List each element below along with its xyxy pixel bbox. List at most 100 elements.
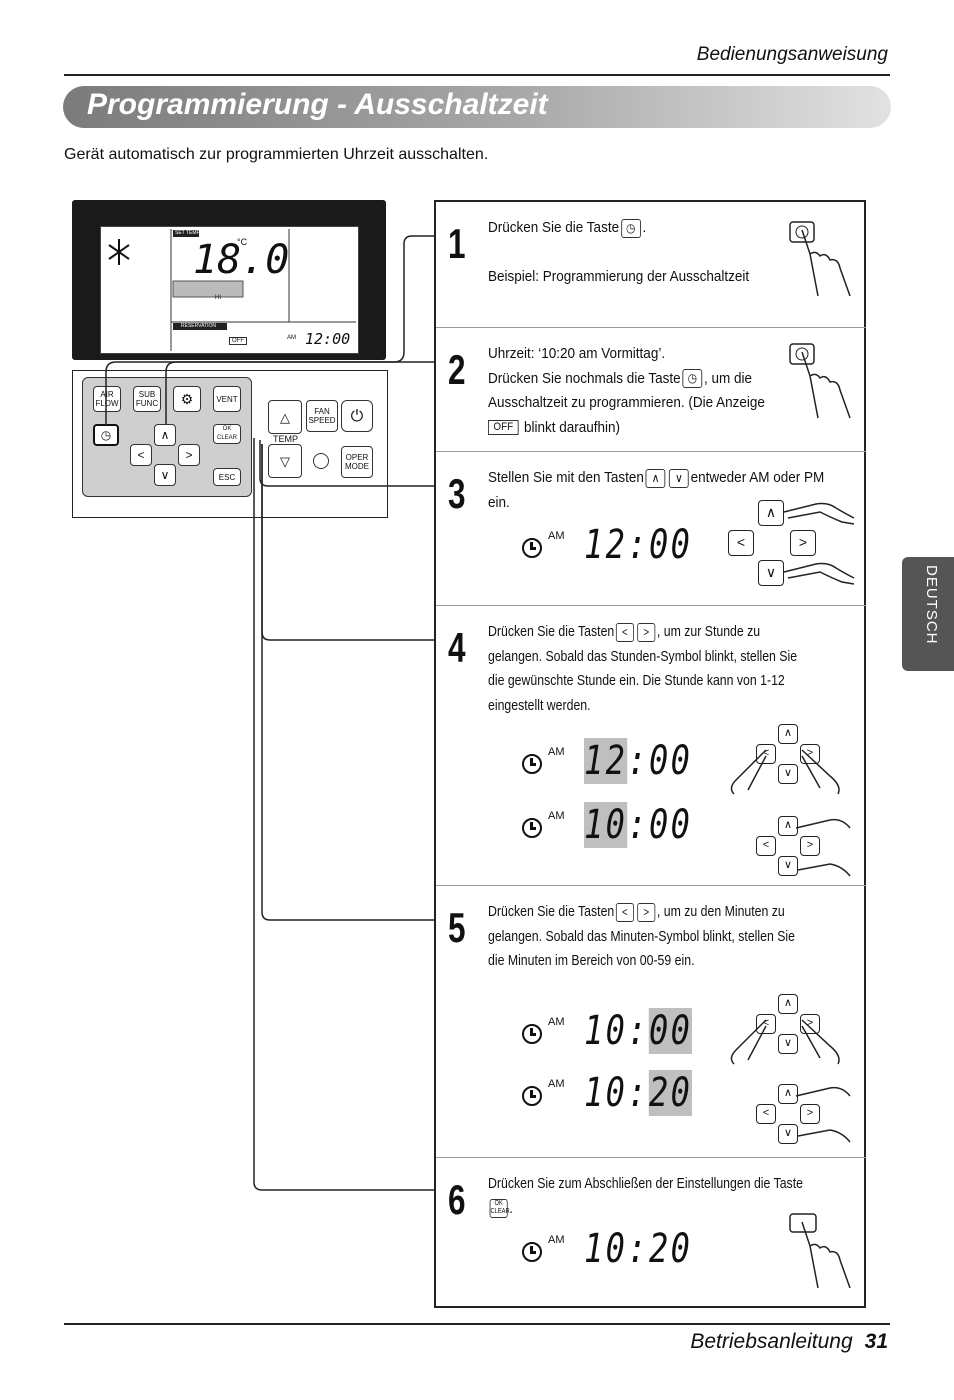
gear-icon: ⚙: [180, 390, 194, 407]
lcd-fan-level: HI: [215, 295, 221, 301]
page-title: Programmierung - Ausschaltzeit: [87, 88, 548, 121]
airflow-button[interactable]: AIR FLOW: [93, 386, 121, 412]
step-line: Drücken Sie zum Abschließen der Einstell…: [488, 1175, 803, 1192]
right-button[interactable]: >: [800, 1014, 820, 1034]
right-button[interactable]: >: [800, 744, 820, 764]
header-section-label: Bedienungsanweisung: [696, 44, 888, 65]
step-line: Stellen Sie mit den Tasten: [488, 469, 644, 486]
step-line: blinkt daraufhin): [524, 418, 621, 436]
temp-up-button[interactable]: △: [268, 400, 302, 434]
time-display: 12:00: [584, 738, 693, 784]
indicator-led: [313, 453, 329, 469]
step-line: Drücken Sie nochmals die Taste: [488, 369, 681, 387]
hand-pressing-icon: [789, 1213, 851, 1289]
lcd-time: 12:00: [305, 330, 351, 348]
clock-icon: ◷: [100, 427, 112, 442]
title-bar: [63, 86, 891, 128]
step-text: Uhrzeit: ‘10:20 am Vormittag’. Drücken S…: [488, 342, 776, 440]
clock-icon: [522, 818, 542, 838]
steps-box: 1 Drücken Sie die Taste◷. Beispiel: Prog…: [434, 200, 866, 1308]
lcd-graphics: [108, 229, 356, 351]
step-line: gelangen. Sobald das Stunden-Symbol blin…: [488, 647, 798, 665]
hand-pressing-icon: [789, 343, 851, 419]
left-button[interactable]: <: [756, 836, 776, 856]
step-text: Stellen Sie mit den Tasten∧∨entweder AM …: [488, 466, 830, 515]
step-3: 3 Stellen Sie mit den Tasten∧∨entweder A…: [436, 452, 866, 606]
step-line: eingestellt werden.: [488, 696, 591, 714]
down-button[interactable]: ∨: [778, 1034, 798, 1054]
left-arrow-icon: <: [615, 902, 634, 922]
am-label: AM: [548, 530, 565, 542]
up-button[interactable]: ∧: [778, 724, 798, 744]
down-button[interactable]: ∨: [778, 856, 798, 876]
step-6: 6 Drücken Sie zum Abschließen der Einste…: [436, 1158, 866, 1308]
step-line: ein.: [488, 493, 510, 511]
subfunc-button[interactable]: SUB FUNC: [133, 386, 161, 412]
lcd-unit: °C: [237, 237, 248, 247]
step-line: entweder AM oder PM: [690, 469, 825, 486]
down-button[interactable]: ∨: [758, 560, 784, 586]
footer-text: Betriebsanleitung: [690, 1330, 853, 1353]
step-line: die Minuten im Bereich von 00-59 ein.: [488, 952, 695, 969]
step-line: Beispiel: Programmierung der Ausschaltze…: [488, 268, 750, 285]
minute-digits: 00: [649, 802, 693, 848]
up-button[interactable]: ∧: [154, 424, 176, 446]
time-display: 10:00: [584, 802, 693, 848]
down-button[interactable]: ∨: [778, 764, 798, 784]
left-button[interactable]: <: [756, 1104, 776, 1124]
step-number: 1: [448, 220, 466, 267]
esc-button[interactable]: ESC: [213, 468, 241, 486]
step-number: 2: [448, 346, 466, 393]
right-button[interactable]: >: [178, 444, 200, 466]
step-1: 1 Drücken Sie die Taste◷. Beispiel: Prog…: [436, 202, 866, 328]
minute-digits: 00: [649, 738, 693, 784]
down-arrow-icon: ∨: [669, 468, 689, 488]
step-line: Ausschaltzeit zu programmieren. (Die Anz…: [488, 394, 765, 411]
step-number: 4: [448, 624, 466, 671]
vent-button[interactable]: VENT: [213, 386, 241, 412]
am-label: AM: [548, 1234, 565, 1246]
hour-digits: 10: [584, 1070, 628, 1116]
hands-pressing-icon: [730, 749, 851, 877]
page-number: 31: [864, 1330, 888, 1353]
intro-text: Gerät automatisch zur programmierten Uhr…: [64, 146, 489, 163]
left-button[interactable]: <: [756, 744, 776, 764]
down-button[interactable]: ∨: [778, 1124, 798, 1144]
time-display: 10:20: [584, 1226, 693, 1272]
right-button[interactable]: >: [790, 530, 816, 556]
up-button[interactable]: ∧: [778, 994, 798, 1014]
left-button[interactable]: <: [756, 1014, 776, 1034]
step-line: Uhrzeit: ‘10:20 am Vormittag’.: [488, 345, 666, 362]
time-display: 10:00: [584, 1008, 693, 1054]
lcd-am: AM: [287, 335, 296, 341]
up-button[interactable]: ∧: [758, 500, 784, 526]
up-button[interactable]: ∧: [778, 1084, 798, 1104]
ok-clear-button[interactable]: OK CLEAR: [213, 424, 241, 444]
right-button[interactable]: >: [800, 1104, 820, 1124]
footer: Betriebsanleitung 31: [690, 1330, 888, 1354]
reservation-button[interactable]: ◷: [93, 424, 119, 446]
power-button[interactable]: ⏻: [341, 400, 373, 432]
fan-speed-button[interactable]: FAN SPEED: [306, 400, 338, 432]
right-arrow-icon: >: [637, 622, 656, 642]
left-button[interactable]: <: [130, 444, 152, 466]
clock-icon: ◷: [682, 369, 703, 389]
step-number: 3: [448, 470, 466, 517]
oper-mode-button[interactable]: OPER MODE: [341, 446, 373, 478]
right-button[interactable]: >: [800, 836, 820, 856]
step-text: Drücken Sie die Taste◷. Beispiel: Progra…: [488, 216, 776, 290]
step-line: .: [509, 1199, 513, 1217]
hands-pressing-icon: [730, 1019, 851, 1143]
left-button[interactable]: <: [728, 530, 754, 556]
down-button[interactable]: ∨: [154, 464, 176, 486]
clock-icon: [522, 538, 542, 558]
step-line: die gewünschte Stunde ein. Die Stunde ka…: [488, 672, 785, 689]
left-arrow-icon: <: [615, 622, 634, 642]
temp-label: TEMP: [273, 434, 299, 444]
clock-icon: [522, 1242, 542, 1262]
settings-button[interactable]: ⚙: [173, 386, 201, 412]
temp-down-button[interactable]: ▽: [268, 444, 302, 478]
up-button[interactable]: ∧: [778, 816, 798, 836]
hour-digits: 10: [584, 802, 628, 848]
step-line: , um die: [704, 369, 753, 387]
